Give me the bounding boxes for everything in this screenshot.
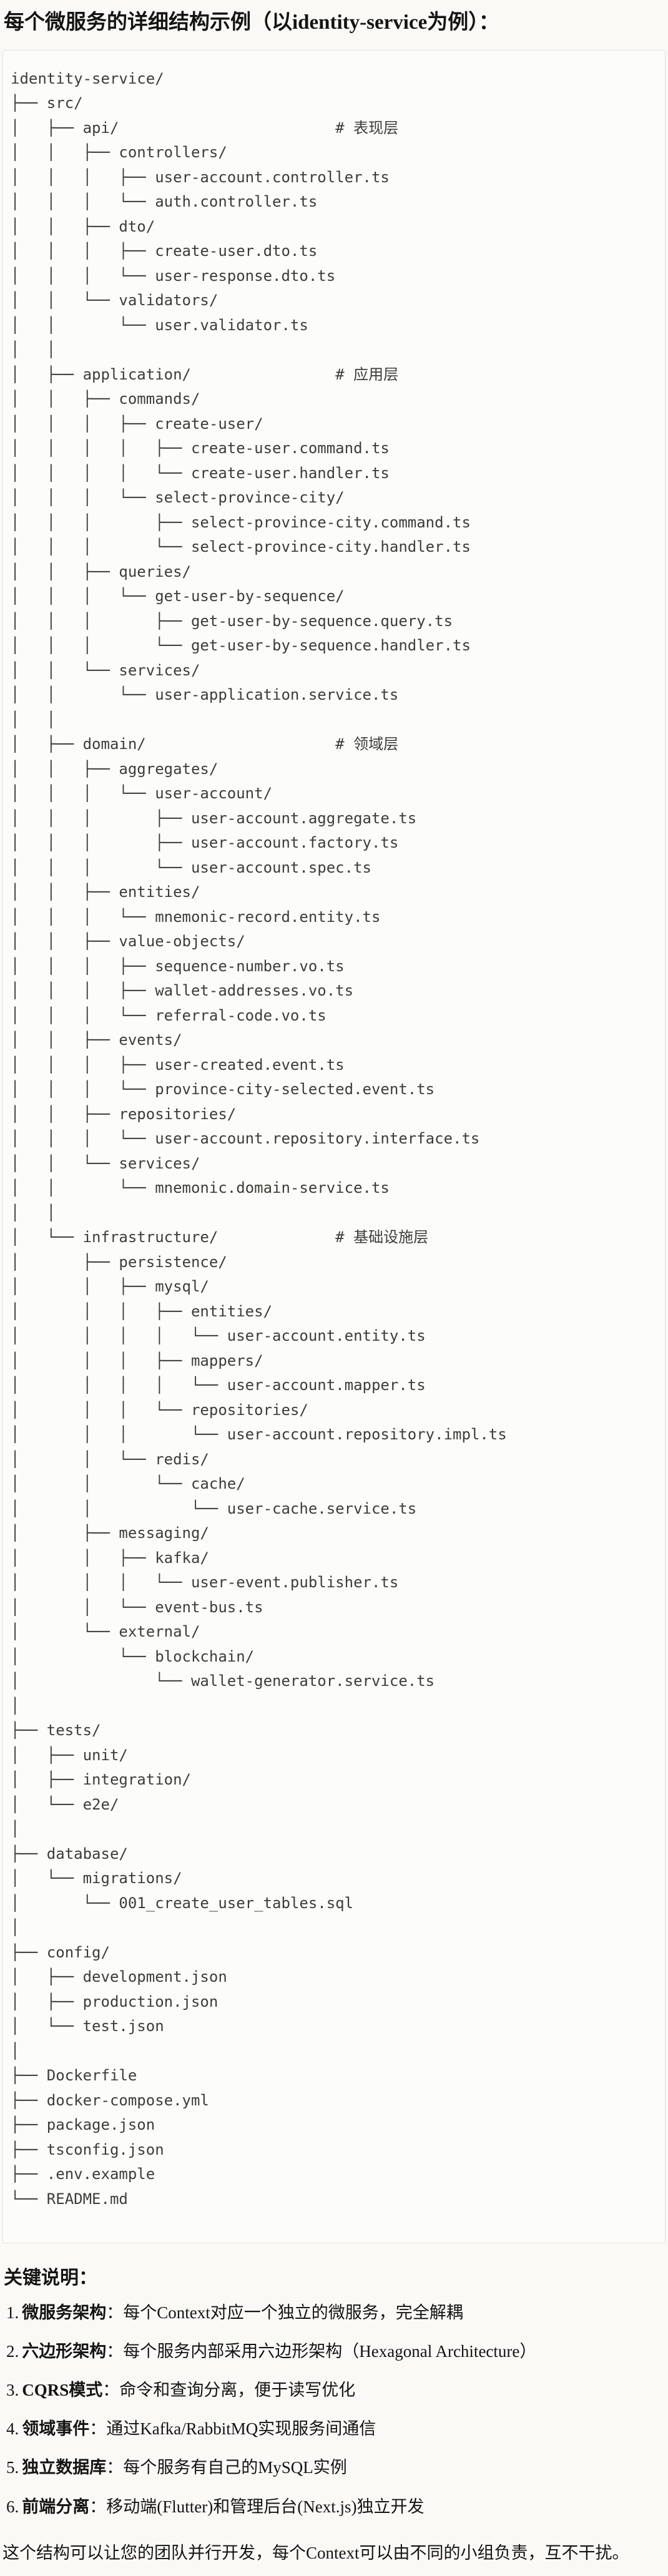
note-item: 2.六边形架构：每个服务内部采用六边形架构（Hexagonal Architec…	[6, 2341, 666, 2363]
note-text: ：每个服务内部采用六边形架构（Hexagonal Architecture）	[106, 2342, 537, 2361]
note-number: 1.	[6, 2303, 19, 2323]
note-number: 3.	[6, 2381, 19, 2400]
note-text: ：每个服务有自己的MySQL实例	[106, 2458, 347, 2477]
notes-list: 1.微服务架构：每个Context对应一个独立的微服务，完全解耦 2.六边形架构…	[2, 2302, 666, 2518]
note-number: 4.	[6, 2419, 19, 2439]
note-number: 2.	[6, 2342, 19, 2361]
note-text: ：命令和查询分离，便于读写优化	[102, 2381, 356, 2400]
note-item: 4.领域事件：通过Kafka/RabbitMQ实现服务间通信	[6, 2418, 666, 2440]
note-number: 6.	[6, 2497, 19, 2516]
note-term: 独立数据库	[22, 2458, 107, 2477]
page-title: 每个微服务的详细结构示例（以identity-service为例）：	[4, 11, 499, 34]
note-term: 微服务架构	[22, 2303, 107, 2323]
note-number: 5.	[6, 2458, 19, 2477]
code-block: identity-service/ ├── src/ │ ├── api/ # …	[2, 49, 666, 2244]
note-text: ：每个Context对应一个独立的微服务，完全解耦	[106, 2303, 463, 2323]
note-item: 6.前端分离：移动端(Flutter)和管理后台(Next.js)独立开发	[6, 2496, 666, 2518]
note-item: 5.独立数据库：每个服务有自己的MySQL实例	[6, 2457, 666, 2479]
closing-paragraph: 这个结构可以让您的团队并行开发，每个Context可以由不同的小组负责，互不干扰…	[2, 2543, 629, 2562]
notes-heading: 关键说明：	[4, 2268, 97, 2289]
note-item: 3.CQRS模式：命令和查询分离，便于读写优化	[6, 2379, 666, 2401]
note-term: CQRS模式	[22, 2381, 103, 2400]
note-text: ：移动端(Flutter)和管理后台(Next.js)独立开发	[89, 2497, 425, 2516]
note-term: 领域事件	[22, 2419, 90, 2439]
tree-pre: identity-service/ ├── src/ │ ├── api/ # …	[11, 69, 507, 2208]
note-text: ：通过Kafka/RabbitMQ实现服务间通信	[89, 2419, 376, 2439]
note-term: 前端分离	[22, 2497, 90, 2516]
note-term: 六边形架构	[22, 2342, 107, 2361]
note-item: 1.微服务架构：每个Context对应一个独立的微服务，完全解耦	[6, 2302, 666, 2324]
